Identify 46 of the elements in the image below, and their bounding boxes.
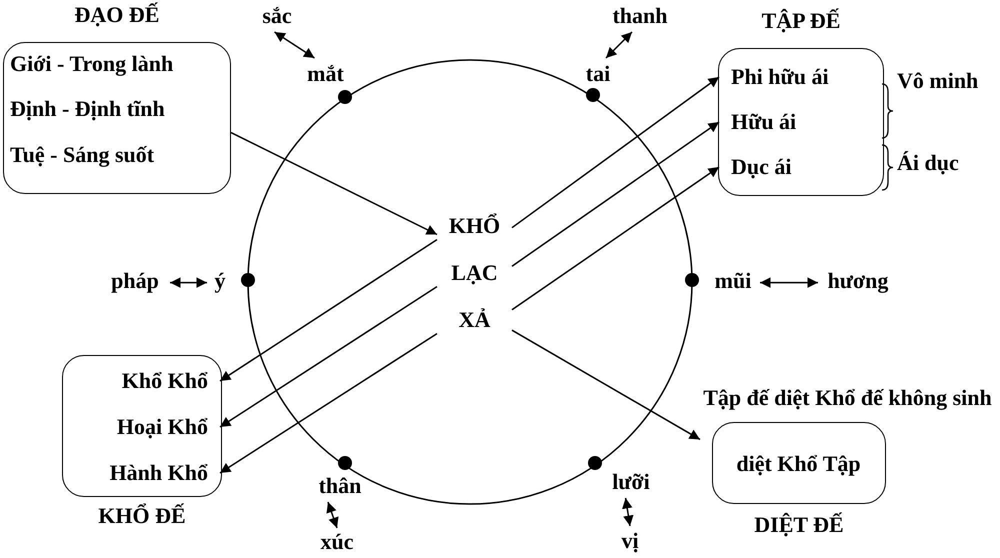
sense-object-label: sắc xyxy=(252,0,302,32)
arrow xyxy=(512,166,720,310)
list-item: Hữu ái xyxy=(719,102,882,142)
box-heading: KHỔ ĐẾ xyxy=(97,503,187,530)
arrow xyxy=(230,132,438,236)
annotation-text: Tập đế diệt Khổ đế không sinh xyxy=(702,385,993,412)
sense-organ-label: mũi xyxy=(706,265,760,297)
arrow xyxy=(512,76,720,228)
double-arrow xyxy=(622,498,634,526)
sense-organ-label: lưỡi xyxy=(604,466,658,498)
arrow xyxy=(220,332,438,474)
list-item: Khổ Khổ xyxy=(63,362,220,400)
box-heading: ĐẠO ĐẾ xyxy=(74,2,160,29)
arrow xyxy=(220,238,438,382)
double-arrow xyxy=(605,31,633,59)
sense-object-label: vị xyxy=(615,526,645,556)
box-text: Giới - Trong lành xyxy=(10,51,174,78)
bracket-label: Ái dục xyxy=(897,150,960,177)
double-arrow xyxy=(760,277,818,288)
sense-object-label: hương xyxy=(818,265,898,297)
sense-object-label: thanh xyxy=(600,0,680,32)
list-item: Dục ái xyxy=(719,147,882,187)
double-arrow xyxy=(170,277,207,288)
feeling-label: LẠC xyxy=(437,256,512,290)
box-heading: DIỆT ĐẾ xyxy=(753,512,845,539)
feeling-label: XẢ xyxy=(437,303,512,337)
box-heading: TẬP ĐẾ xyxy=(760,8,842,35)
sense-object-label: pháp xyxy=(100,265,170,297)
box-text: Định - Định tĩnh xyxy=(10,96,166,124)
box-text: Tuệ - Sáng suốt xyxy=(10,142,156,169)
list-item: Hoại Khổ xyxy=(63,408,220,446)
arrow xyxy=(220,286,438,428)
sense-organ-label: mắt xyxy=(298,58,353,90)
double-arrow xyxy=(274,31,315,59)
sense-object-label: xúc xyxy=(312,528,362,556)
arrow xyxy=(512,121,720,267)
feeling-label: KHỔ xyxy=(437,209,512,243)
sense-organ-label: thân xyxy=(310,470,370,502)
list-item: Phi hữu ái xyxy=(719,57,882,97)
list-item: Hành Khổ xyxy=(63,454,220,492)
double-arrow xyxy=(326,502,339,528)
arrow xyxy=(512,330,700,440)
sense-organ-label: tai xyxy=(578,58,618,90)
sense-organ-label: ý xyxy=(207,265,233,297)
box-text: diệt Khổ Tập xyxy=(735,450,862,478)
bracket-label: Vô minh xyxy=(897,68,980,95)
